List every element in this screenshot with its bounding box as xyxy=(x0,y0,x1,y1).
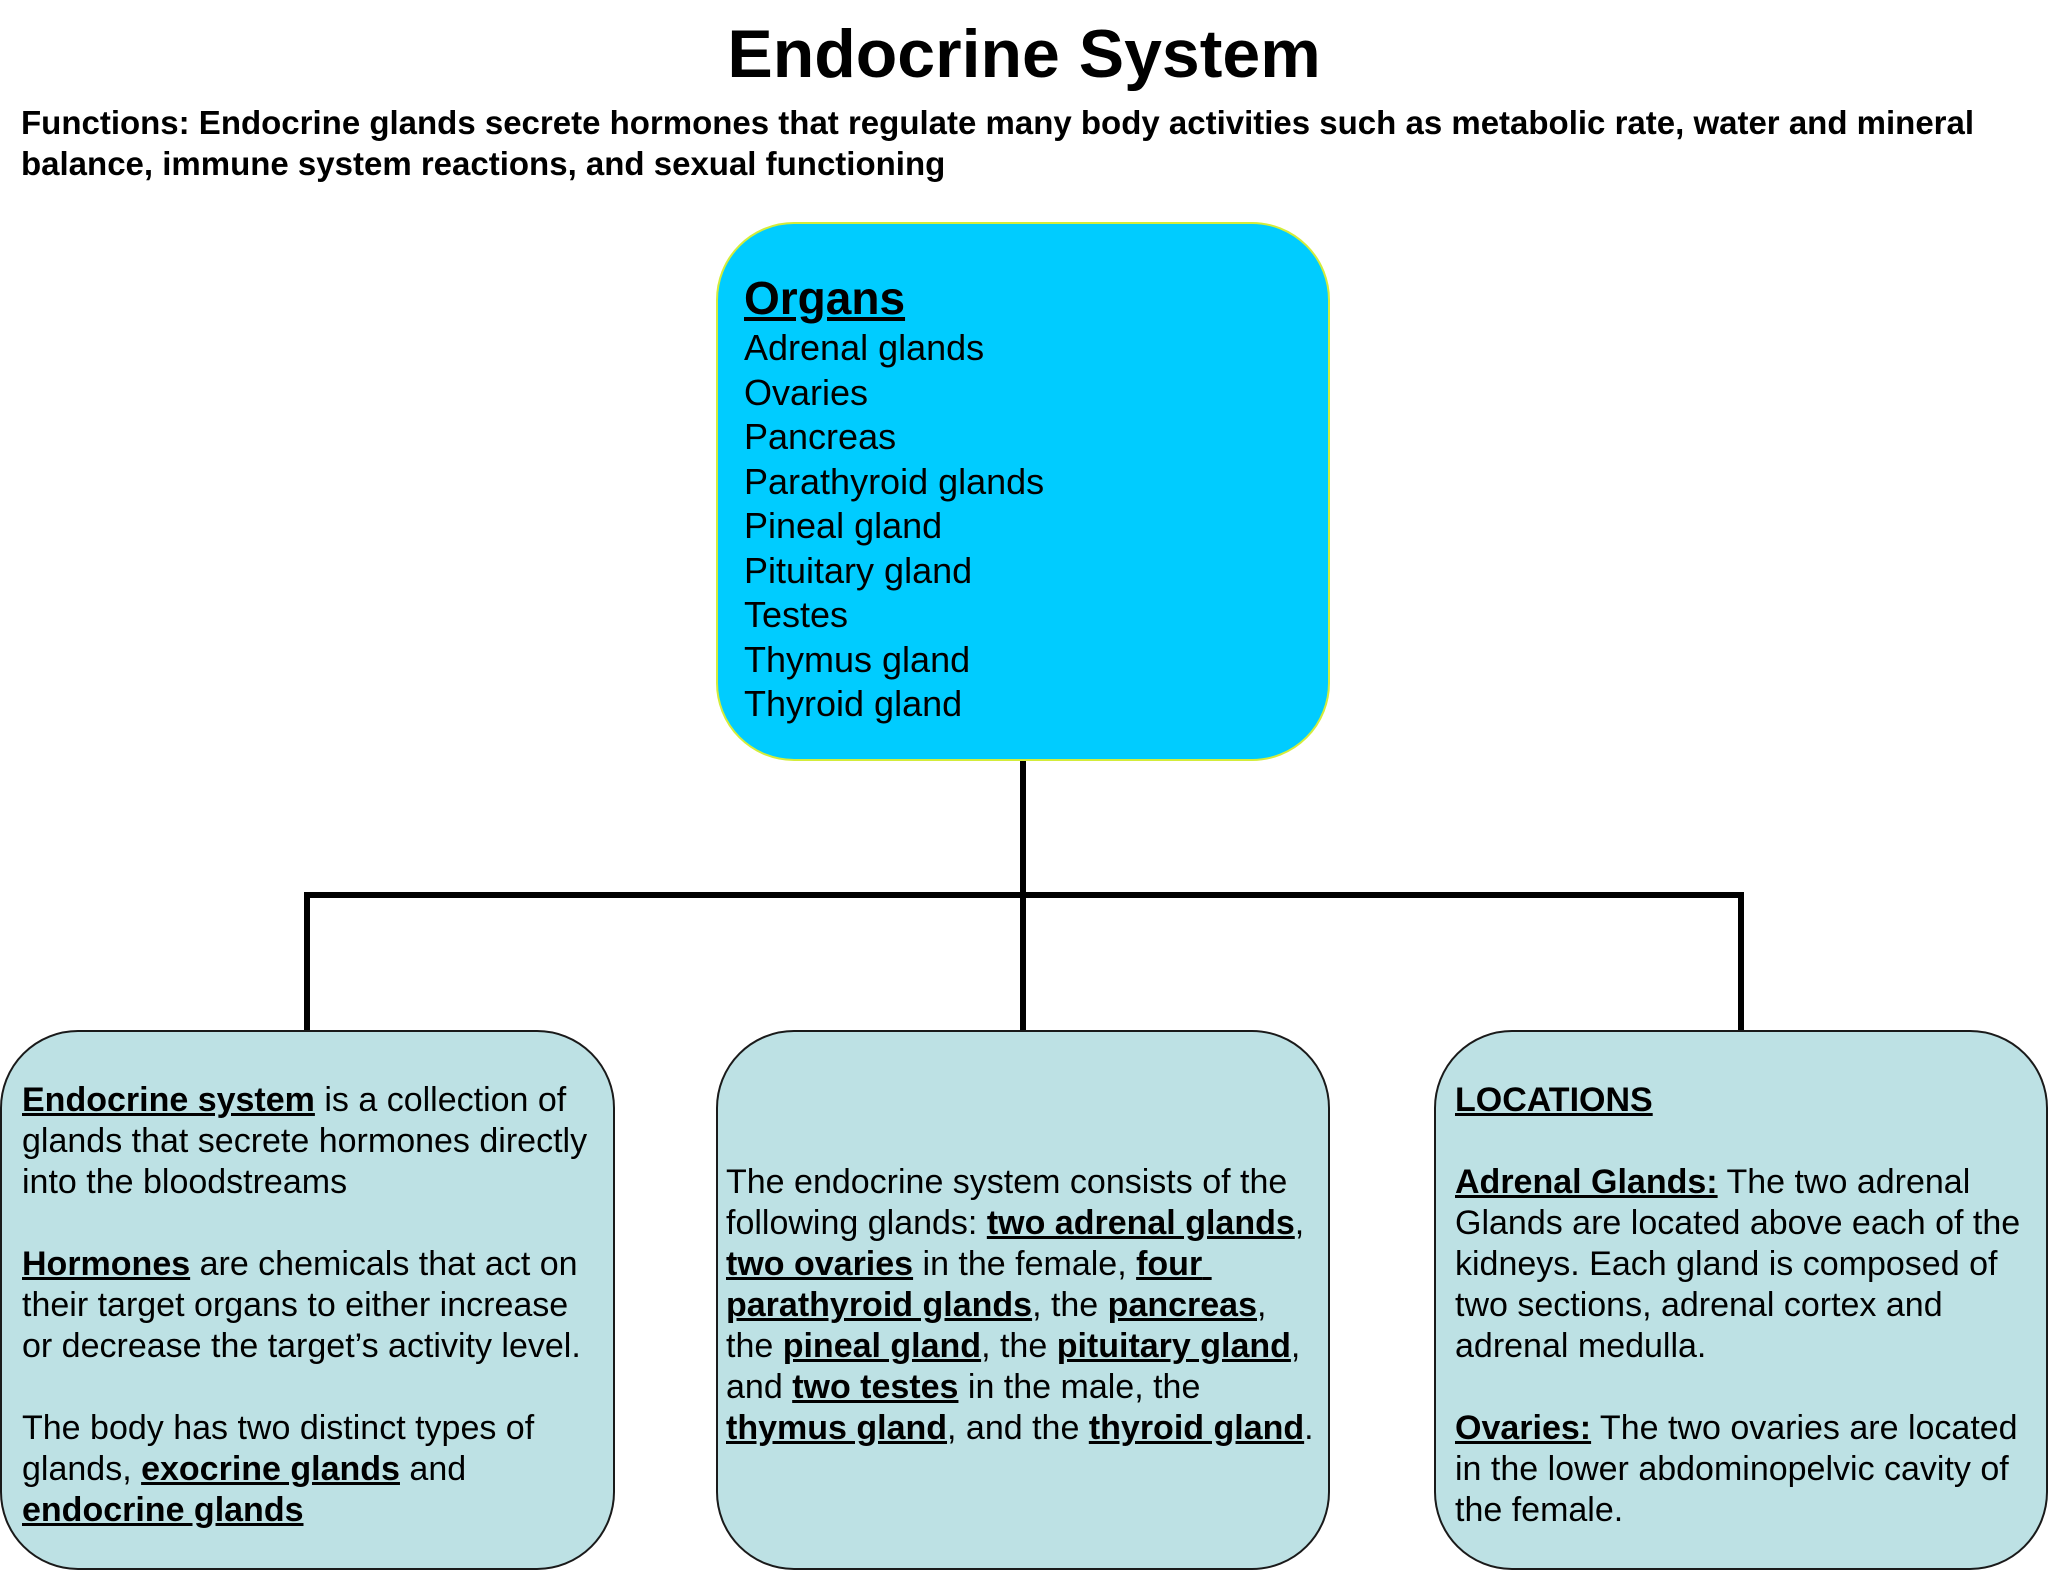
summary-text: , the xyxy=(981,1327,1057,1365)
organ-item: Parathyroid glands xyxy=(744,460,1045,502)
locations-heading-row: LOCATIONS xyxy=(1455,1080,2038,1121)
organ-item: Pancreas xyxy=(744,416,897,457)
definition-text: are chemicals that act on their target o… xyxy=(22,1245,588,1365)
term-endocrine-system: Endocrine system xyxy=(22,1081,315,1119)
glands-summary-box: The endocrine system consists of the fol… xyxy=(716,1030,1330,1570)
conjunction-text: and xyxy=(399,1450,476,1488)
gland-term: thyroid gland xyxy=(1088,1409,1305,1447)
gland-term: two ovaries xyxy=(726,1245,914,1283)
locations-box: LOCATIONS Adrenal Glands: The two adrena… xyxy=(1434,1030,2048,1570)
hormones-definition: Hormones are chemicals that act on their… xyxy=(22,1244,603,1367)
ovaries-location: Ovaries: The two ovaries are located in … xyxy=(1455,1408,2038,1531)
summary-text: , xyxy=(1294,1204,1314,1242)
organ-item: Pituitary gland xyxy=(744,549,973,591)
adrenal-location: Adrenal Glands: The two adrenal Glands a… xyxy=(1455,1162,2038,1367)
gland-term: pineal gland xyxy=(782,1327,982,1365)
term-exocrine-glands: exocrine glands xyxy=(141,1450,400,1488)
organ-item: Ovaries xyxy=(744,371,869,413)
gland-term: four parathyroid glands xyxy=(726,1245,1212,1324)
organ-item: Thymus gland xyxy=(744,638,971,680)
summary-text: in the male, the xyxy=(958,1368,1210,1406)
organ-item: Pineal gland xyxy=(744,505,943,546)
term-hormones: Hormones xyxy=(22,1245,191,1283)
summary-text: in the female, xyxy=(913,1245,1137,1283)
endocrine-system-definition: Endocrine system is a collection of glan… xyxy=(22,1080,603,1203)
gland-term: pancreas xyxy=(1107,1286,1257,1324)
page-title: Endocrine System xyxy=(727,16,1321,92)
locations-heading: LOCATIONS xyxy=(1455,1081,1653,1119)
summary-text: The endocrine system consists of the fol… xyxy=(726,1163,1297,1242)
summary-text: , and the xyxy=(947,1409,1089,1447)
summary-text: , the xyxy=(726,1286,1276,1365)
functions-text: Functions: Endocrine glands secrete horm… xyxy=(21,104,1975,182)
gland-term: pituitary gland xyxy=(1056,1327,1291,1365)
definitions-box: Endocrine system is a collection of glan… xyxy=(0,1030,615,1570)
organ-item: Testes xyxy=(744,594,849,635)
connector-lines xyxy=(304,761,1744,1030)
summary-text: . xyxy=(1304,1409,1314,1447)
gland-term: two adrenal glands xyxy=(986,1204,1295,1242)
glands-summary-text: The endocrine system consists of the fol… xyxy=(726,1162,1320,1449)
term-endocrine-glands: endocrine glands xyxy=(22,1491,304,1529)
organs-heading: Organs xyxy=(744,272,906,324)
term-adrenal-glands: Adrenal Glands: xyxy=(1455,1163,1718,1201)
organ-item: Thyroid gland xyxy=(744,683,963,724)
gland-term: thymus gland xyxy=(726,1409,948,1447)
location-text: The two ovaries are located in the lower… xyxy=(1455,1409,2028,1529)
summary-text: , and xyxy=(726,1327,1310,1406)
definition-text: is a collection of glands that secrete h… xyxy=(22,1081,597,1201)
location-text: The two adrenal Glands are located above… xyxy=(1455,1163,2030,1365)
term-ovaries: Ovaries: xyxy=(1455,1409,1592,1447)
gland-term: two testes xyxy=(792,1368,959,1406)
definition-text: The body has two distinct types of gland… xyxy=(22,1409,544,1488)
organ-item: Adrenal glands xyxy=(744,327,985,368)
summary-text: , the xyxy=(1032,1286,1108,1324)
organs-box: Organs Adrenal glands Ovaries Pancreas P… xyxy=(716,222,1330,761)
gland-types-text: The body has two distinct types of gland… xyxy=(22,1408,603,1531)
